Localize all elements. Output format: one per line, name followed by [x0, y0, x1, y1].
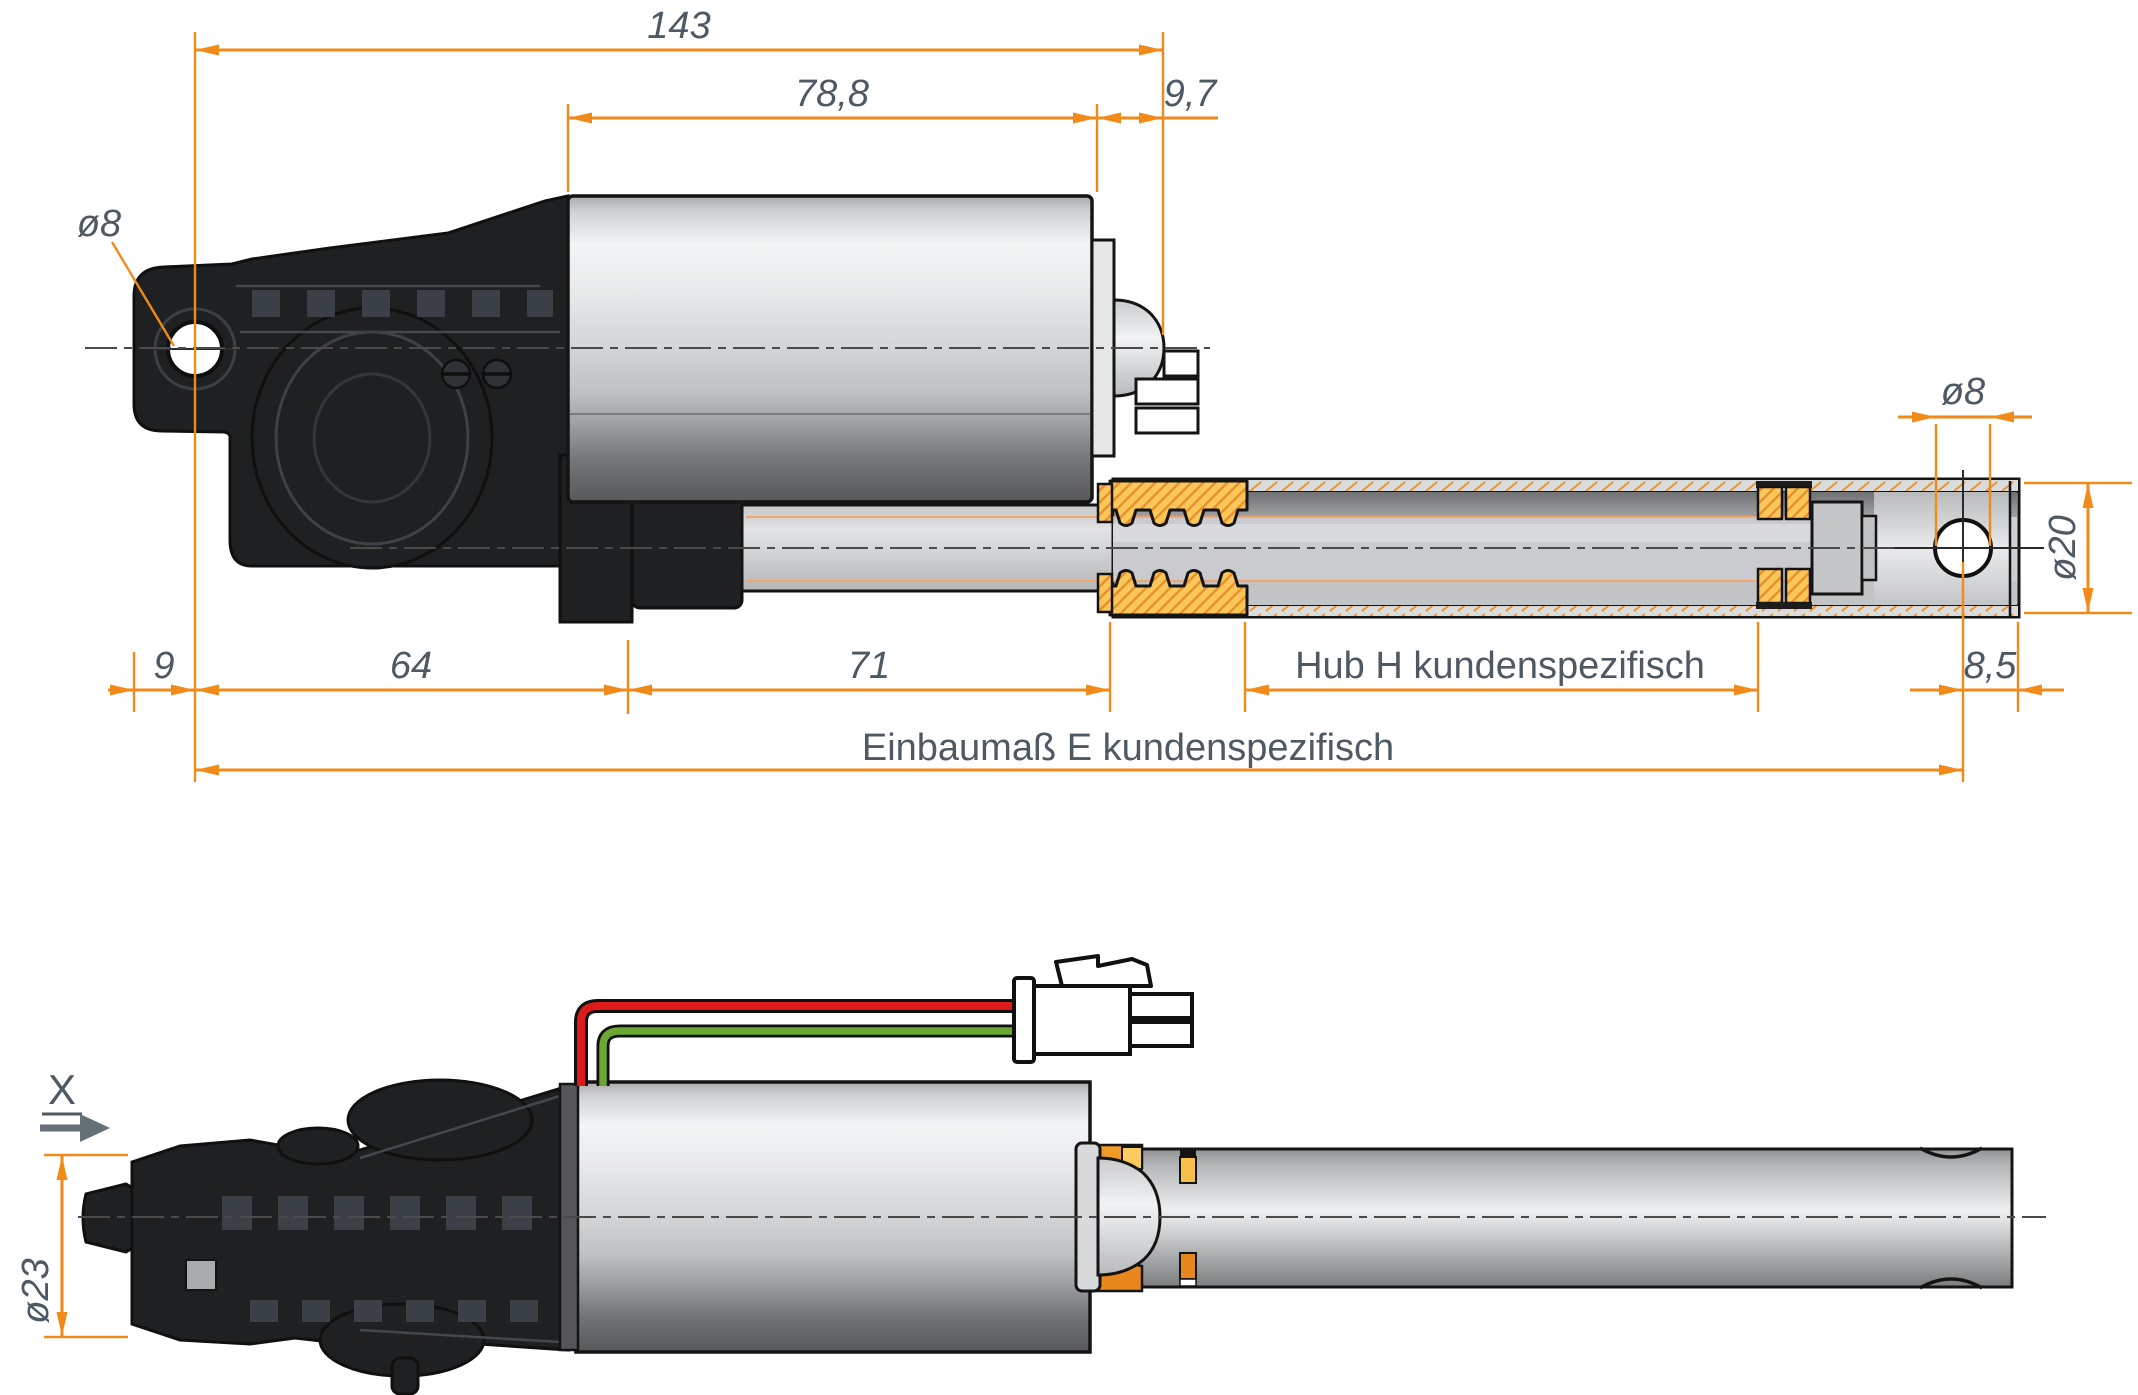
stem-bottom	[390, 1356, 420, 1395]
dimension-arrows	[110, 44, 2094, 776]
connector-body	[1032, 984, 1132, 1056]
wires	[574, 999, 1016, 1086]
side-pin	[185, 1259, 217, 1291]
motor-terminals	[1134, 349, 1200, 435]
housing-plan	[81, 1078, 570, 1395]
arrow-housing-dia-bottom	[56, 1312, 68, 1336]
dim-text-rear-length: 9,7	[1164, 73, 1219, 115]
tube-inner-lower	[1115, 581, 2017, 605]
housing-plan-bottom-slots	[250, 1300, 538, 1322]
spindle-nut-bottom-foot	[1096, 572, 1114, 614]
connector-pin-1	[1128, 992, 1194, 1020]
tube-wall-top	[1112, 478, 2020, 493]
bottom-view: X ø23	[15, 954, 2046, 1395]
dim-text-housing-dia: ø23	[15, 1258, 57, 1323]
wire-green	[599, 1027, 1016, 1086]
wire-red-outline	[574, 999, 1016, 1086]
housing-plan-slots	[222, 1196, 532, 1230]
top-view: 143 78,8 9,7 ø8 9 64 71 Hub H kundenspez…	[77, 5, 2132, 782]
connector-plug	[1012, 954, 1194, 1064]
connector-pin-2	[1128, 1020, 1194, 1048]
dim-text-rod-end-offset: 8,5	[1964, 645, 2018, 687]
rod-exit-boss	[630, 490, 744, 610]
datum-label: X	[48, 1066, 76, 1113]
dim-text-tube-diameter: ø20	[2042, 515, 2084, 580]
dim-text-rod-hole: ø8	[1941, 371, 1985, 413]
tube-wall-bottom	[1112, 604, 2020, 618]
dim-text-overall-length: 143	[647, 5, 710, 47]
tube-end-notch-bottom	[1919, 1277, 1983, 1290]
housing-plan-ridge2	[359, 1328, 561, 1344]
spindle-nut-top-foot	[1096, 482, 1114, 524]
dim-text-stroke: Hub H kundenspezifisch	[1295, 645, 1705, 687]
housing-slots	[252, 290, 553, 317]
arrow-housing-dia-top	[56, 1156, 68, 1180]
bottom-view-dimensions: X ø23	[15, 1066, 128, 1339]
top-view-dimensions: 143 78,8 9,7 ø8 9 64 71 Hub H kundenspez…	[77, 5, 2132, 782]
tube-end-notch-top	[1919, 1146, 1983, 1159]
tube-inner-shadow	[1115, 492, 2017, 517]
gear-dome-top	[346, 1078, 534, 1162]
dim-text-tube-front: 71	[848, 645, 890, 687]
dim-text-clevis-offset: 9	[153, 645, 174, 687]
nut-marker-top	[1179, 1156, 1197, 1184]
screw-heads	[440, 358, 513, 390]
nut-marker-bottom-cap	[1179, 1278, 1197, 1287]
gearbox-detail-ring-inner	[312, 372, 432, 504]
gear-bump-top	[276, 1126, 360, 1166]
spindle-nut-bottom	[1108, 569, 1249, 617]
nut-marker-bottom	[1179, 1252, 1197, 1280]
dim-text-motor-length: 78,8	[795, 73, 869, 115]
nut-marker-cap	[1180, 1149, 1196, 1157]
connector-flange	[1012, 976, 1036, 1064]
dim-text-housing-length: 64	[390, 645, 432, 687]
housing-plan-ridge1	[359, 1094, 561, 1160]
datum-arrow-head	[80, 1114, 110, 1142]
spindle-rod-highlight	[1113, 524, 1832, 542]
leader-clevis-hole	[110, 241, 176, 347]
glide-bearing	[1756, 481, 1812, 609]
wire-red	[577, 1002, 1016, 1086]
dim-text-installation: Einbaumaß E kundenspezifisch	[862, 727, 1394, 769]
spindle-nut-top	[1108, 479, 1249, 527]
dim-text-clevis-hole: ø8	[77, 203, 121, 245]
wire-green-outline	[596, 1024, 1016, 1086]
connector-latch	[1054, 954, 1153, 988]
top-view-centerlines	[85, 347, 1894, 549]
gearbox-detail-ring	[274, 330, 470, 546]
